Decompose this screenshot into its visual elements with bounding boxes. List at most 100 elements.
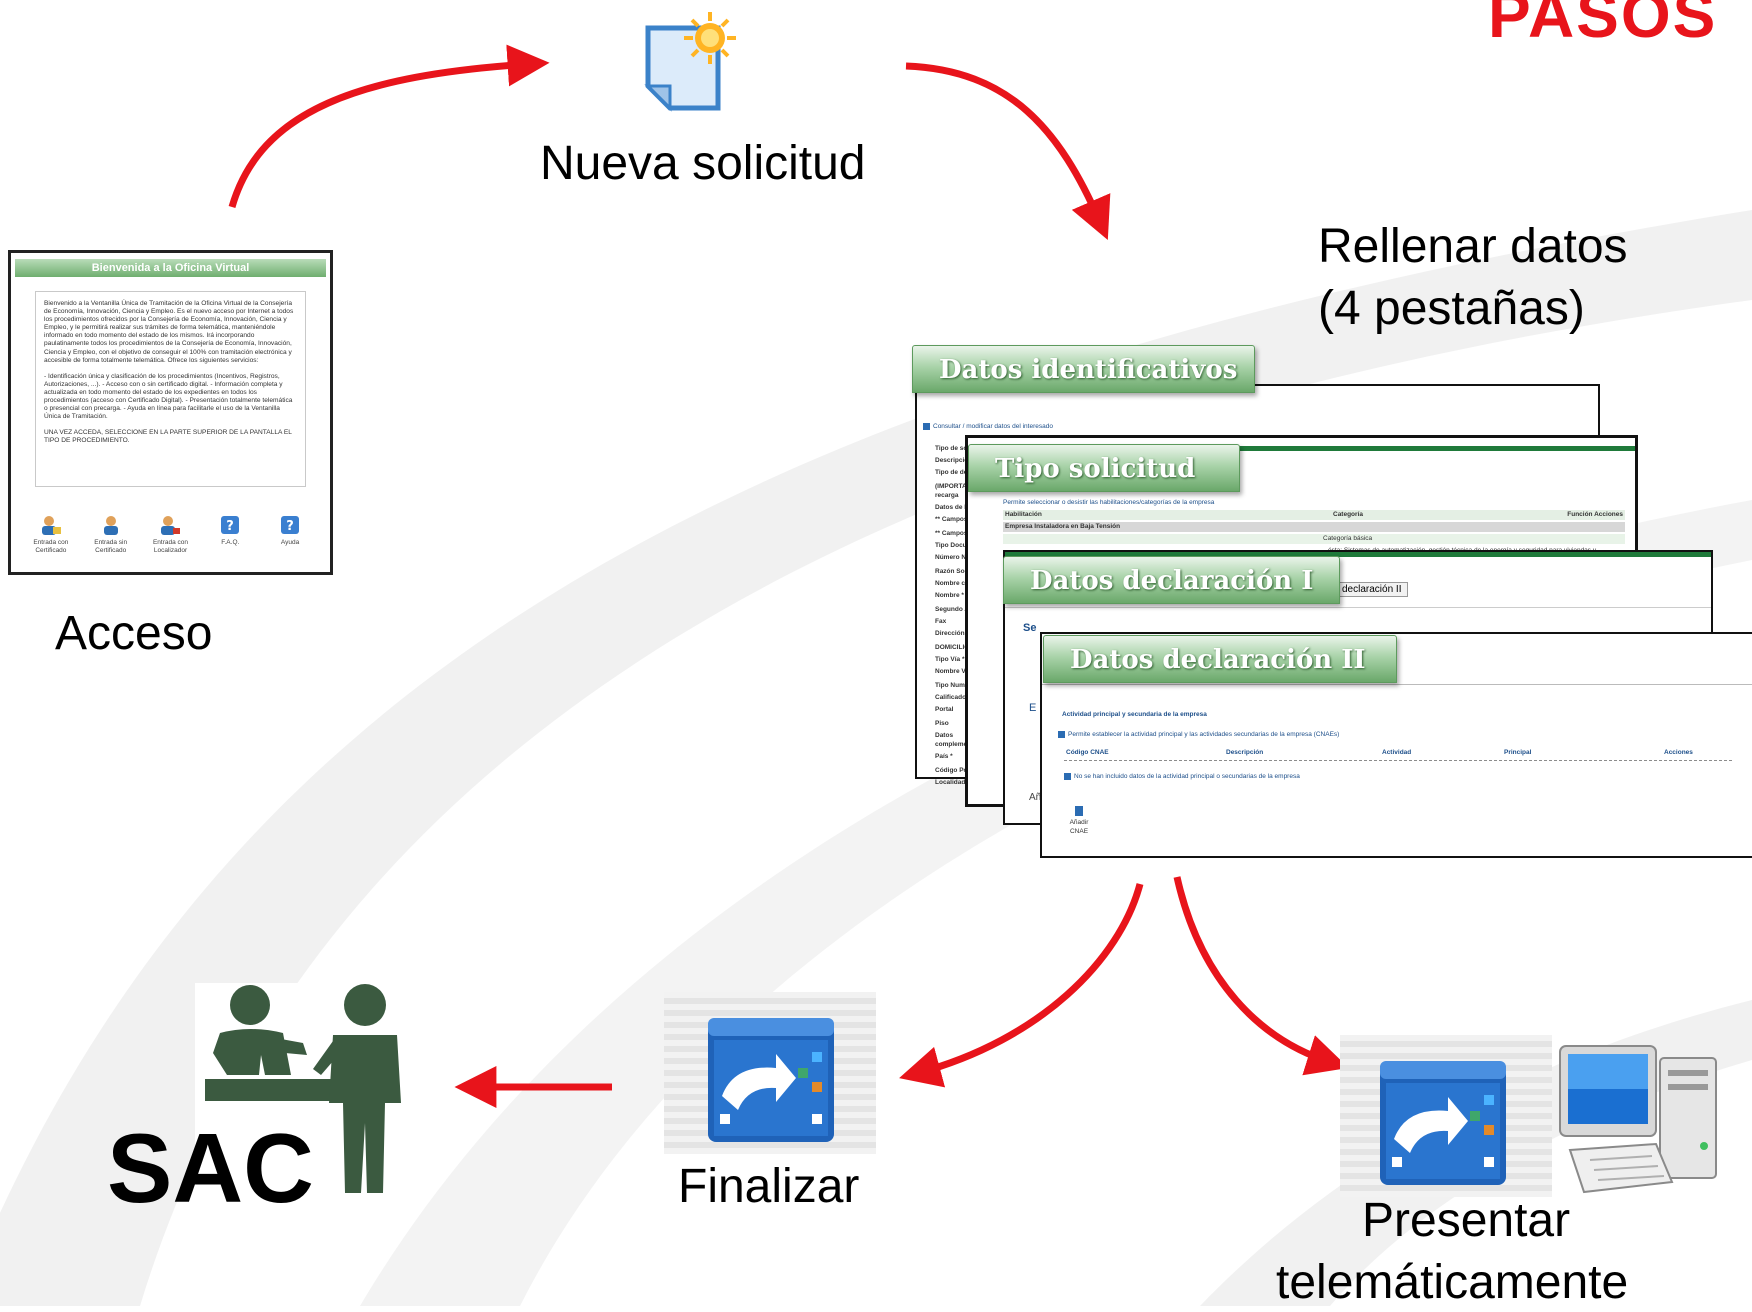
sheet2-col-funcion: Función Acciones [1567, 511, 1623, 518]
sheet2-row-empresa: Empresa Instaladora en Baja Tensión [1005, 523, 1121, 530]
add-cnae-button[interactable]: Añadir CNAE [1064, 806, 1094, 836]
sheet2-row-categoria: Categoría básica [1323, 535, 1373, 542]
add-cnae-label: Añadir CNAE [1069, 819, 1089, 835]
tab-datos-declaracion-2-label: Datos declaración II [1043, 635, 1397, 683]
sheet4-col-codigo: Código CNAE [1066, 749, 1109, 756]
step-label-acceso: Acceso [55, 607, 213, 660]
arrow-nueva-to-rellenar [905, 62, 1111, 240]
sheet4-info: Permite establecer la actividad principa… [1068, 731, 1340, 738]
arrow-rellenar-to-finalizar [899, 883, 1144, 1088]
sheet1-field-label: Razón Social [935, 568, 976, 575]
sheet1-field-label: Localidad [935, 779, 966, 786]
access-option-label: Entrada sin Certificado [94, 539, 128, 554]
sheet4-col-actividad: Actividad [1382, 749, 1412, 756]
access-body-paragraph-3: UNA VEZ ACCEDA, SELECCIONE EN LA PARTE S… [44, 429, 292, 445]
submit-application-icon [1340, 1035, 1552, 1197]
sheet4-table-header: Código CNAE Descripción Actividad Princi… [1064, 748, 1732, 761]
sheet3-fragment-an: Añ [1029, 792, 1042, 803]
sheet1-field-label: Segundo Ape [935, 606, 977, 613]
sheet1-field-label: Código Posta [935, 767, 977, 774]
access-window-header: Bienvenida a la Oficina Virtual [15, 259, 326, 277]
sheet4-col-acciones: Acciones [1664, 749, 1693, 756]
sheet4-col-descripcion: Descripción [1226, 749, 1264, 756]
access-window: Bienvenida a la Oficina Virtual Bienveni… [8, 250, 333, 575]
tab-datos-declaracion-1-label: Datos declaración I [1003, 556, 1340, 604]
sheet1-field-label: Calificador N [935, 694, 976, 701]
sheet1-field-label: Nombre * [935, 592, 964, 599]
user-certificate-icon [41, 516, 61, 535]
faq-icon: ? [221, 516, 240, 534]
access-option-ayuda[interactable]: ? Ayuda [264, 515, 316, 554]
computer-icon [1559, 1045, 1717, 1194]
access-option-label: Entrada con Localizador [152, 539, 189, 554]
sheet1-field-label: Nombre com [935, 580, 975, 587]
sheet2-line: Permite seleccionar o desistir las habil… [1003, 499, 1215, 506]
sheet1-field-label: Número NIE [935, 554, 973, 561]
sheet3-subtab[interactable]: declaración II [1335, 582, 1409, 597]
access-option-sin-certificado[interactable]: Entrada sin Certificado [85, 515, 137, 554]
step-label-nueva-solicitud: Nueva solicitud [540, 137, 866, 190]
sheet1-field-label: Tipo Numera [935, 682, 975, 689]
access-option-label: F.A.Q. [221, 539, 240, 546]
tab-datos-declaracion-1[interactable]: Datos declaración I [1003, 556, 1340, 604]
info-icon [923, 422, 930, 430]
sheet1-field-label: Descripción [935, 457, 973, 464]
access-option-label: Ayuda [280, 539, 300, 546]
sheet2-col-categoria: Categoría [1333, 511, 1363, 518]
svg-text:?: ? [227, 519, 235, 534]
sheet1-field-label: ** Campos [935, 516, 968, 523]
sheet1-field-label: Datos complementa [935, 732, 977, 748]
sheet3-fragment-e: E [1029, 702, 1037, 714]
info-icon [1064, 772, 1071, 780]
svg-text:?: ? [286, 519, 294, 534]
sheet4-section: Actividad principal y secundaria de la e… [1062, 711, 1207, 718]
service-desk-icon [195, 983, 420, 1193]
access-options: Entrada con Certificado Entrada sin Cert… [21, 515, 320, 554]
help-icon: ? [281, 516, 300, 534]
step-label-rellenar-line2: (4 pestañas) [1318, 282, 1585, 335]
access-option-localizador[interactable]: Entrada con Localizador [144, 515, 196, 554]
step-label-sac: SAC [107, 1113, 314, 1223]
step-label-presentar-line2: telemáticamente [1276, 1256, 1629, 1309]
sheet1-field-label: Tipo de declar [935, 469, 979, 476]
sheet1-field-label: ** Campos [935, 530, 968, 537]
info-icon [1058, 730, 1065, 738]
access-option-faq[interactable]: ? F.A.Q. [204, 515, 256, 554]
sheet1-field-label: Tipo de solicit [935, 445, 979, 452]
tab-datos-identificativos-label: Datos identificativos [912, 345, 1255, 393]
step-label-presentar-line1: Presentar [1362, 1194, 1571, 1247]
tab-tipo-solicitud-label: Tipo solicitud [968, 444, 1240, 492]
tab-datos-identificativos[interactable]: Datos identificativos [912, 345, 1255, 393]
access-body-paragraph-1: Bienvenido a la Ventanilla Única de Tram… [44, 300, 294, 364]
step-label-finalizar: Finalizar [678, 1160, 860, 1213]
sheet4-col-principal: Principal [1504, 749, 1532, 756]
sheet1-field-label: País * [935, 753, 953, 760]
arrow-acceso-to-nueva [228, 44, 550, 208]
new-document-icon [644, 12, 736, 112]
user-locator-icon [161, 516, 181, 535]
sheet1-field-label: Portal [935, 706, 954, 713]
sheet1-field-label: Dirección We [935, 630, 977, 637]
sheet2-col-habilitacion: Habilitación [1005, 511, 1042, 518]
arrow-rellenar-to-presentar [1173, 876, 1349, 1076]
access-body-paragraph-2: - Identificación única y clasificación d… [44, 372, 293, 421]
sheet1-link[interactable]: Consultar / modificar datos del interesa… [933, 423, 1053, 430]
sheet1-field-label: Piso [935, 720, 949, 727]
sheet1-field-label: (IMPORTANTE recarga [935, 483, 980, 499]
submit-application-icon [664, 992, 876, 1154]
sheet1-field-label: Fax [935, 618, 947, 625]
tab-datos-declaracion-2[interactable]: Datos declaración II [1043, 635, 1397, 683]
access-option-certificado[interactable]: Entrada con Certificado [25, 515, 77, 554]
sheet3-section: Se [1023, 622, 1037, 634]
user-icon [103, 516, 118, 535]
sheet1-field-label: Tipo Vía * [935, 656, 965, 663]
tab-tipo-solicitud[interactable]: Tipo solicitud [968, 444, 1240, 492]
access-option-label: Entrada con Certificado [33, 539, 69, 554]
sheet1-field-label: Datos de la [935, 504, 970, 511]
access-window-body: Bienvenido a la Ventanilla Única de Tram… [35, 291, 306, 487]
sheet1-field-label: DOMICILIO [935, 644, 970, 651]
step-label-rellenar-line1: Rellenar datos [1318, 220, 1628, 273]
sheet1-field-label: Nombre Vía [935, 668, 972, 675]
